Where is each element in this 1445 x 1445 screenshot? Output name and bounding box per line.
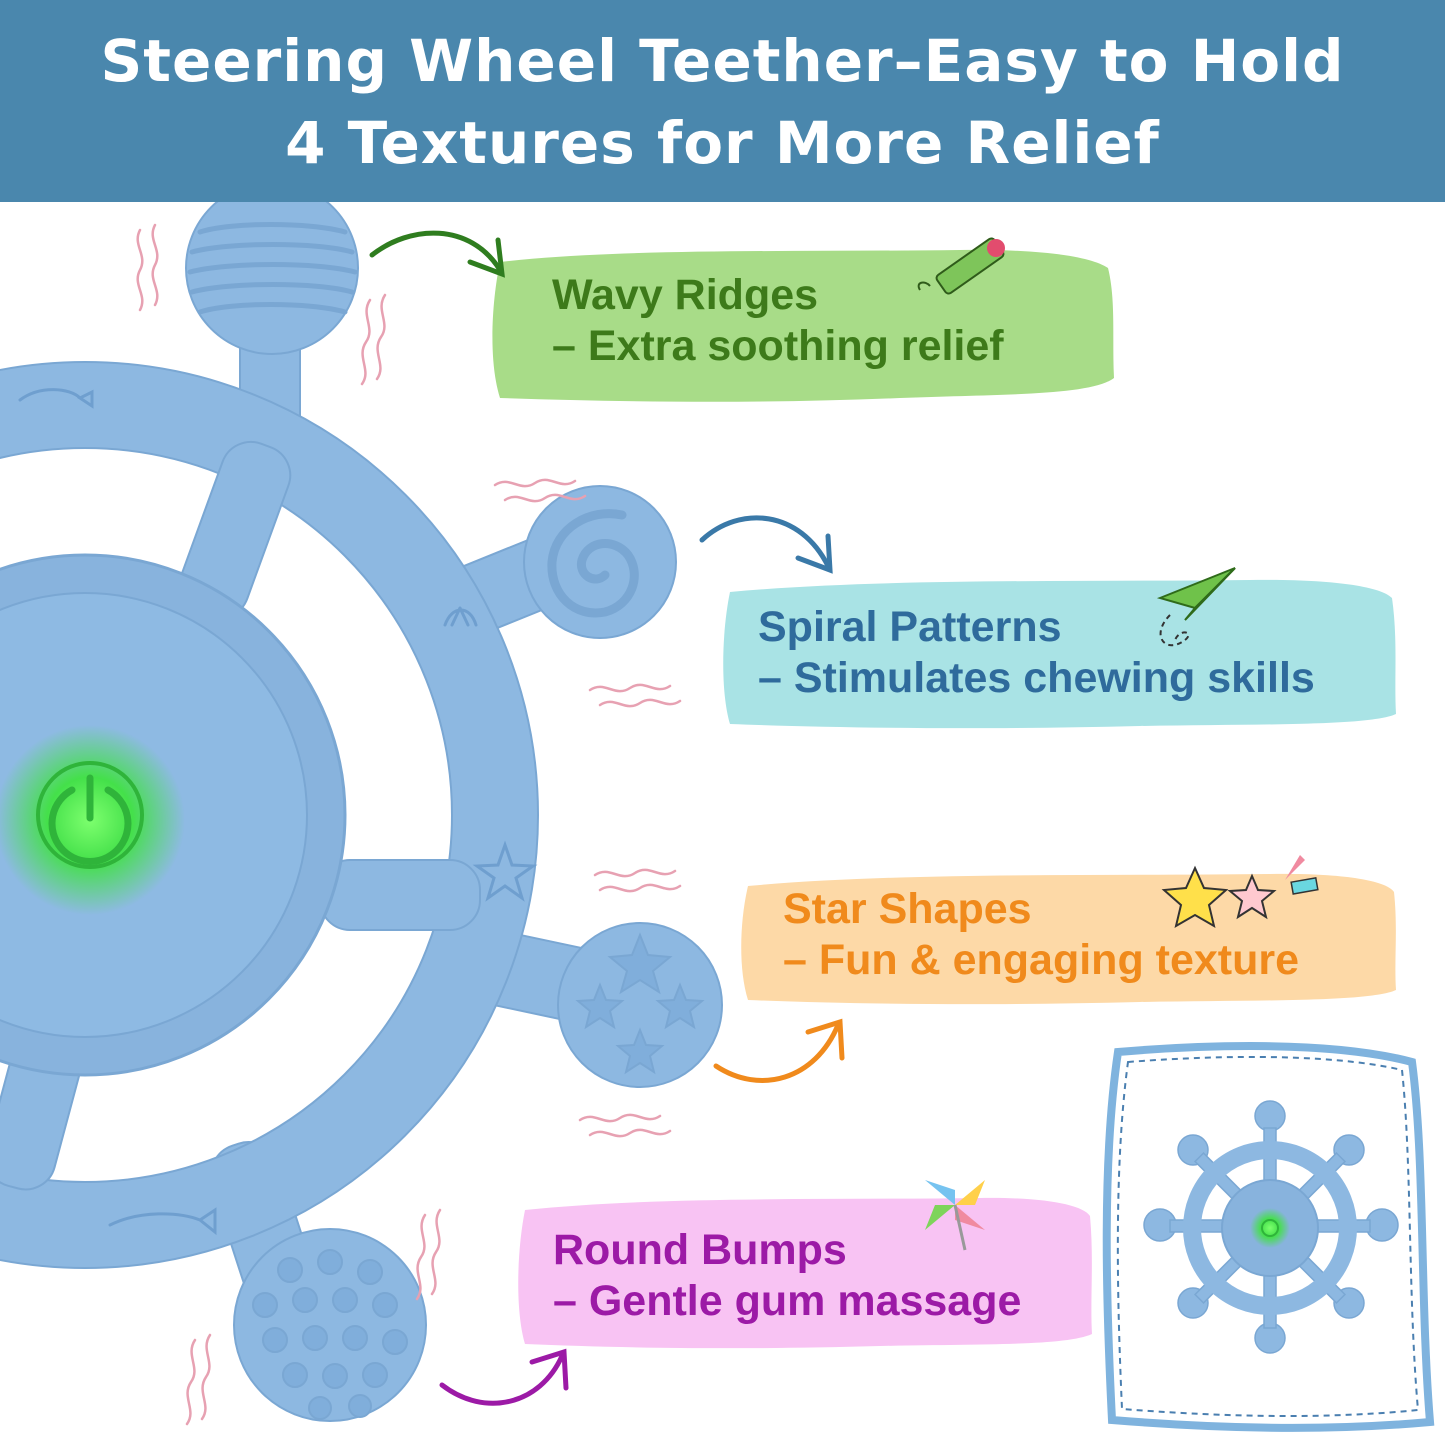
feature-desc: – Stimulates chewing skills <box>758 654 1315 702</box>
round-bumps-brush-bg <box>518 1197 1092 1349</box>
feature-wavy-ridges: Wavy Ridges – Extra soothing relief <box>552 270 1004 372</box>
pinwheel-icon <box>925 1180 985 1251</box>
headline-line-1: Steering Wheel Teether–Easy to Hold <box>100 27 1345 95</box>
feature-spiral-patterns: Spiral Patterns – Stimulates chewing ski… <box>758 602 1315 704</box>
product-thumbnail <box>1102 1042 1435 1432</box>
orange-arrow-icon <box>713 1018 845 1083</box>
feature-title: Wavy Ridges <box>552 271 819 319</box>
feature-title: Spiral Patterns <box>758 603 1062 651</box>
title-banner: Steering Wheel Teether–Easy to Hold 4 Te… <box>0 0 1445 202</box>
stars-icon <box>1161 855 1319 929</box>
teether-ring <box>0 362 538 1268</box>
blue-arrow-icon <box>699 515 833 574</box>
feature-title: Round Bumps <box>553 1226 847 1274</box>
feature-desc: – Gentle gum massage <box>553 1277 1022 1325</box>
feature-title: Star Shapes <box>783 885 1032 933</box>
paper-plane-icon <box>1156 567 1236 647</box>
spiral-texture <box>547 509 639 618</box>
feature-desc: – Extra soothing relief <box>552 322 1004 370</box>
star-shapes-brush-bg <box>741 873 1396 1005</box>
spiral-patterns-brush-bg <box>723 579 1396 729</box>
pencil-icon <box>917 237 1005 295</box>
purple-arrow-icon <box>439 1348 569 1406</box>
feature-round-bumps: Round Bumps – Gentle gum massage <box>553 1225 1021 1327</box>
product-illustration <box>0 202 1435 1432</box>
feature-star-shapes: Star Shapes – Fun & engaging texture <box>783 884 1299 986</box>
feature-desc: – Fun & engaging texture <box>783 936 1300 984</box>
green-arrow-icon <box>369 230 505 278</box>
power-icon <box>36 761 144 869</box>
headline-line-2: 4 Textures for More Relief <box>285 109 1160 177</box>
